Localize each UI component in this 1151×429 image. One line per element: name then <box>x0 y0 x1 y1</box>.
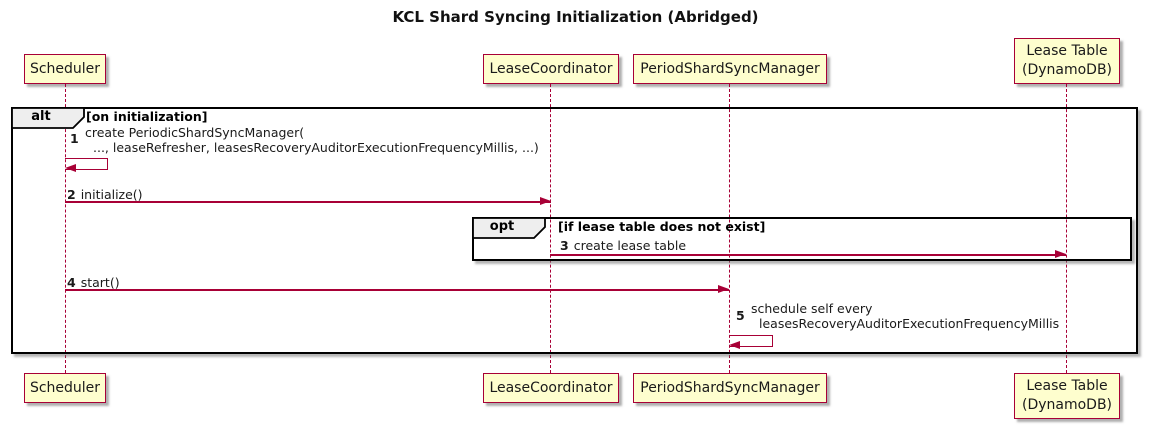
alt-frame <box>11 107 1138 354</box>
participant-leasetable-bottom: Lease Table (DynamoDB) <box>1014 373 1120 419</box>
participant-label: PeriodShardSyncManager <box>640 379 820 396</box>
participant-label: LeaseCoordinator <box>489 60 613 77</box>
message-5-arrowhead-icon <box>729 341 740 349</box>
participant-periodshardsyncmanager-top: PeriodShardSyncManager <box>633 54 827 84</box>
message-3-arrowhead-icon <box>1055 250 1066 258</box>
message-4-arrow-line <box>65 289 729 291</box>
alt-operator-pentagon <box>11 107 85 129</box>
participant-label-line2: (DynamoDB) <box>1021 397 1113 413</box>
message-1-number: 1 <box>70 131 79 146</box>
message-4: 4 start() <box>67 275 120 290</box>
opt-guard-label: [if lease table does not exist] <box>558 219 766 234</box>
participant-scheduler-top: Scheduler <box>24 54 106 84</box>
message-3-text: create lease table <box>573 238 687 253</box>
message-5-number: 5 <box>736 308 745 323</box>
message-5-line2: leasesRecoveryAuditorExecutionFrequencyM… <box>759 316 1060 331</box>
participant-leasetable-top: Lease Table (DynamoDB) <box>1014 38 1120 84</box>
participant-label: Lease Table <box>1026 43 1108 60</box>
message-3-number: 3 <box>560 238 569 253</box>
message-5-selfloop <box>729 335 773 347</box>
participant-leasecoordinator-bottom: LeaseCoordinator <box>483 373 619 403</box>
participant-scheduler-bottom: Scheduler <box>24 373 106 403</box>
participant-periodshardsyncmanager-bottom: PeriodShardSyncManager <box>633 373 827 403</box>
message-5-line1: schedule self every <box>751 301 873 316</box>
participant-label: PeriodShardSyncManager <box>640 60 820 77</box>
participant-label: Scheduler <box>29 379 101 396</box>
message-4-text: start() <box>80 275 120 290</box>
lifeline-scheduler <box>65 84 66 373</box>
opt-operator-label: opt <box>489 219 515 234</box>
participant-label: Lease Table <box>1026 378 1108 395</box>
message-4-arrowhead-icon <box>718 285 729 293</box>
message-1-selfloop <box>65 158 108 170</box>
lifeline-periodshardsyncmanager <box>729 84 730 373</box>
participant-label: LeaseCoordinator <box>489 379 613 396</box>
message-2-number: 2 <box>67 187 76 202</box>
lifeline-leasecoordinator <box>550 84 551 373</box>
lifeline-leasetable <box>1066 84 1067 373</box>
message-2-arrow-line <box>65 201 551 203</box>
message-1-arrowhead-icon <box>65 164 76 172</box>
alt-operator-label: alt <box>31 109 51 124</box>
diagram-title: KCL Shard Syncing Initialization (Abridg… <box>392 8 759 26</box>
message-2: 2 initialize() <box>67 187 143 202</box>
participant-leasecoordinator-top: LeaseCoordinator <box>483 54 619 84</box>
message-3: 3 create lease table <box>560 238 686 253</box>
message-1-line1: create PeriodicShardSyncManager( <box>85 125 305 140</box>
message-2-arrowhead-icon <box>540 197 551 205</box>
participant-label-line2: (DynamoDB) <box>1021 62 1113 78</box>
message-3-arrow-line <box>550 254 1066 256</box>
participant-label: Scheduler <box>29 60 101 77</box>
message-1-line2: ..., leaseRefresher, leasesRecoveryAudit… <box>93 140 539 155</box>
message-2-text: initialize() <box>80 187 143 202</box>
message-4-number: 4 <box>67 275 76 290</box>
opt-frame <box>472 217 1132 261</box>
opt-operator-pentagon <box>472 217 546 239</box>
alt-guard-label: [on initialization] <box>86 109 208 124</box>
